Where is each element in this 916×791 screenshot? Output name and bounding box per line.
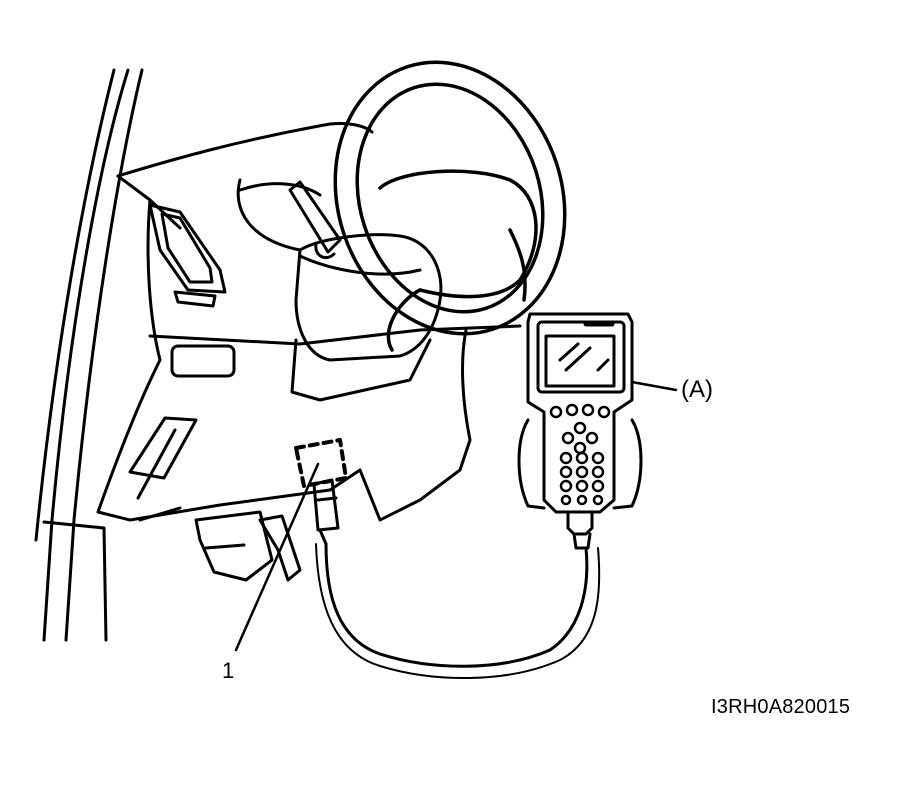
- scan-tool: [517, 312, 643, 550]
- a-pillar: [34, 68, 144, 642]
- leader-1: [234, 462, 320, 652]
- leader-a: [630, 380, 678, 392]
- figure-code: I3RH0A820015: [711, 696, 851, 718]
- steering-wheel: [333, 60, 567, 352]
- dash-switch: [128, 344, 236, 522]
- steering-column: [236, 178, 443, 402]
- data-link-connector: [294, 438, 348, 488]
- diagnostic-cable: [312, 478, 601, 679]
- callout-1-label: 1: [222, 658, 235, 683]
- air-vent: [148, 203, 227, 308]
- keypad: [549, 403, 611, 506]
- pedals: [194, 510, 302, 582]
- leader-lines: [234, 380, 678, 652]
- callout-a-label: (A): [681, 376, 713, 403]
- dashboard: [96, 122, 522, 522]
